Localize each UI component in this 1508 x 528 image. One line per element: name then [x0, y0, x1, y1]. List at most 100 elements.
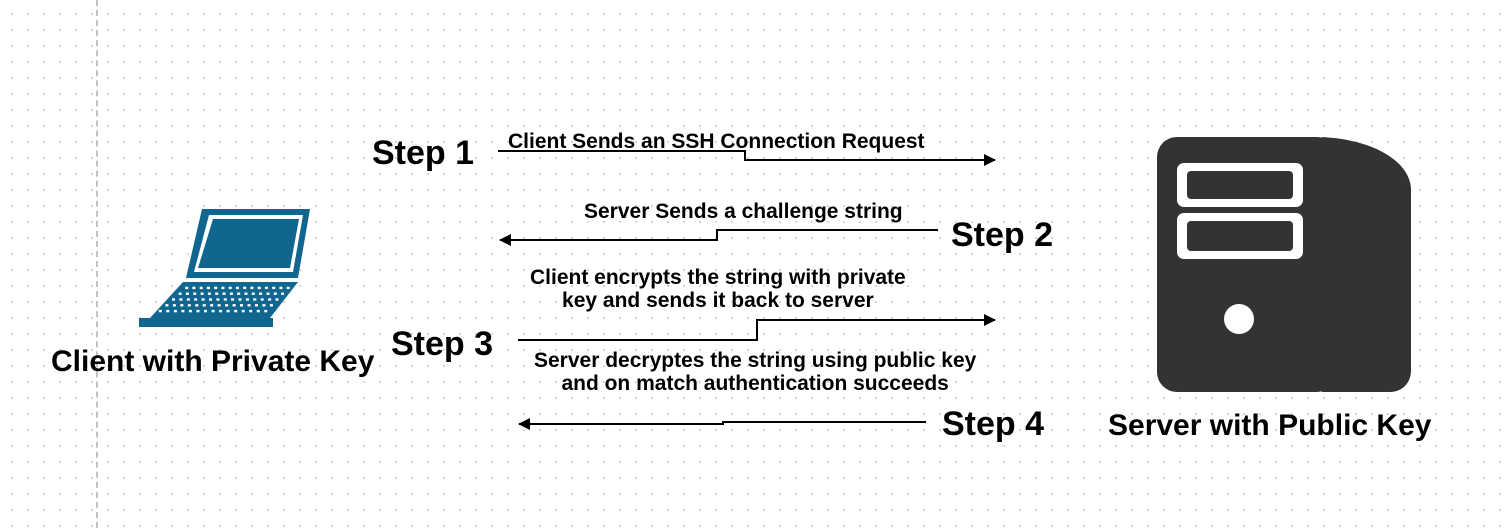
- step-2-label: Step 2: [951, 216, 1054, 254]
- laptop-key: [166, 309, 170, 313]
- laptop-key: [185, 286, 189, 290]
- laptop-key: [228, 286, 232, 290]
- server-power-button: [1224, 304, 1254, 334]
- laptop-key: [241, 309, 245, 313]
- laptop-key: [266, 292, 270, 295]
- step-3-message-line-1: Client encrypts the string with private: [530, 266, 906, 289]
- laptop-key: [196, 309, 200, 313]
- laptop-key: [215, 292, 219, 295]
- server-drive-bay-2-slot: [1187, 221, 1293, 251]
- laptop-key: [259, 292, 263, 295]
- laptop-key: [202, 304, 206, 307]
- laptop-key: [244, 292, 248, 295]
- step-2-message-line-1: Server Sends a challenge string: [584, 200, 903, 223]
- laptop-key: [223, 298, 227, 301]
- laptop-key: [225, 304, 229, 307]
- laptop-key: [192, 286, 196, 290]
- laptop-key: [165, 304, 169, 307]
- laptop-key: [217, 304, 221, 307]
- laptop-key: [238, 298, 242, 301]
- laptop-key: [181, 309, 185, 313]
- laptop-key: [158, 309, 162, 313]
- laptop-key: [173, 309, 177, 313]
- laptop-screen-inner: [198, 219, 299, 268]
- laptop-key: [229, 292, 233, 295]
- laptop-key: [231, 298, 235, 301]
- step-4-message-line-1: Server decryptes the string using public…: [534, 349, 977, 372]
- step-2-message: Server Sends a challenge string: [584, 200, 903, 223]
- laptop-key: [240, 304, 243, 307]
- laptop-key: [187, 304, 191, 307]
- step-1-message: Client Sends an SSH Connection Request: [508, 130, 925, 153]
- laptop-key: [256, 309, 260, 313]
- laptop-key: [206, 286, 210, 290]
- laptop-key: [275, 298, 279, 301]
- server-icon: [1157, 137, 1411, 392]
- laptop-key: [286, 286, 290, 290]
- laptop-base-edge: [139, 318, 273, 327]
- laptop-key: [226, 309, 230, 313]
- laptop-key: [245, 298, 249, 301]
- laptop-key: [268, 298, 272, 301]
- laptop-key: [221, 286, 225, 290]
- laptop-key: [273, 292, 277, 295]
- laptop-key: [243, 286, 247, 290]
- step-4-arrow: [518, 418, 926, 430]
- laptop-key: [186, 298, 190, 301]
- laptop-key: [172, 298, 175, 301]
- laptop-key: [211, 309, 215, 313]
- step-3-label: Step 3: [391, 325, 494, 363]
- client-label: Client with Private Key: [51, 345, 375, 378]
- laptop-key: [199, 286, 203, 290]
- laptop-key: [178, 292, 182, 295]
- step-3-arrow: [518, 314, 996, 341]
- laptop-key: [262, 304, 266, 307]
- step-4-message-line-2: and on match authentication succeeds: [561, 372, 949, 396]
- laptop-key: [210, 304, 214, 307]
- laptop-key: [281, 292, 285, 295]
- laptop-key: [200, 292, 204, 295]
- laptop-key: [180, 304, 184, 307]
- laptop-key: [235, 286, 239, 290]
- laptop-key: [201, 298, 205, 301]
- laptop-key: [272, 286, 276, 290]
- laptop-key: [255, 304, 258, 307]
- laptop-key: [222, 292, 226, 295]
- laptop-key: [251, 292, 255, 295]
- laptop-icon: [139, 209, 310, 327]
- laptop-key: [257, 286, 261, 290]
- laptop-key: [247, 304, 251, 307]
- step-1-arrow: [498, 150, 996, 166]
- step-4-message: Server decryptes the string using public…: [534, 349, 976, 395]
- laptop-key: [232, 304, 236, 307]
- step-1-message-line-1: Client Sends an SSH Connection Request: [508, 130, 925, 153]
- laptop-key: [234, 309, 238, 313]
- laptop-key: [179, 298, 183, 301]
- laptop-key: [237, 292, 241, 295]
- laptop-key: [250, 286, 254, 290]
- laptop-key: [253, 298, 257, 301]
- laptop-keys: [158, 286, 290, 313]
- step-1-label: Step 1: [372, 134, 475, 172]
- laptop-key: [195, 304, 199, 307]
- laptop-key: [260, 298, 264, 301]
- laptop-key: [219, 309, 223, 313]
- laptop-key: [204, 309, 207, 313]
- laptop-key: [214, 286, 218, 290]
- page-boundary-guide: [96, 0, 98, 528]
- laptop-key: [207, 292, 211, 295]
- server-side-panel: [1322, 137, 1411, 392]
- laptop-key: [264, 286, 268, 290]
- laptop-key: [193, 292, 197, 295]
- laptop-key: [216, 298, 220, 301]
- laptop-key: [185, 292, 189, 295]
- server-label: Server with Public Key: [1108, 409, 1432, 442]
- laptop-key: [194, 298, 198, 301]
- laptop-key: [172, 304, 176, 307]
- laptop-key: [249, 309, 253, 313]
- laptop-key: [264, 309, 268, 313]
- laptop-key: [188, 309, 192, 313]
- step-3-message: Client encrypts the string with private …: [530, 266, 906, 312]
- server-drive-bay-1-slot: [1187, 171, 1293, 199]
